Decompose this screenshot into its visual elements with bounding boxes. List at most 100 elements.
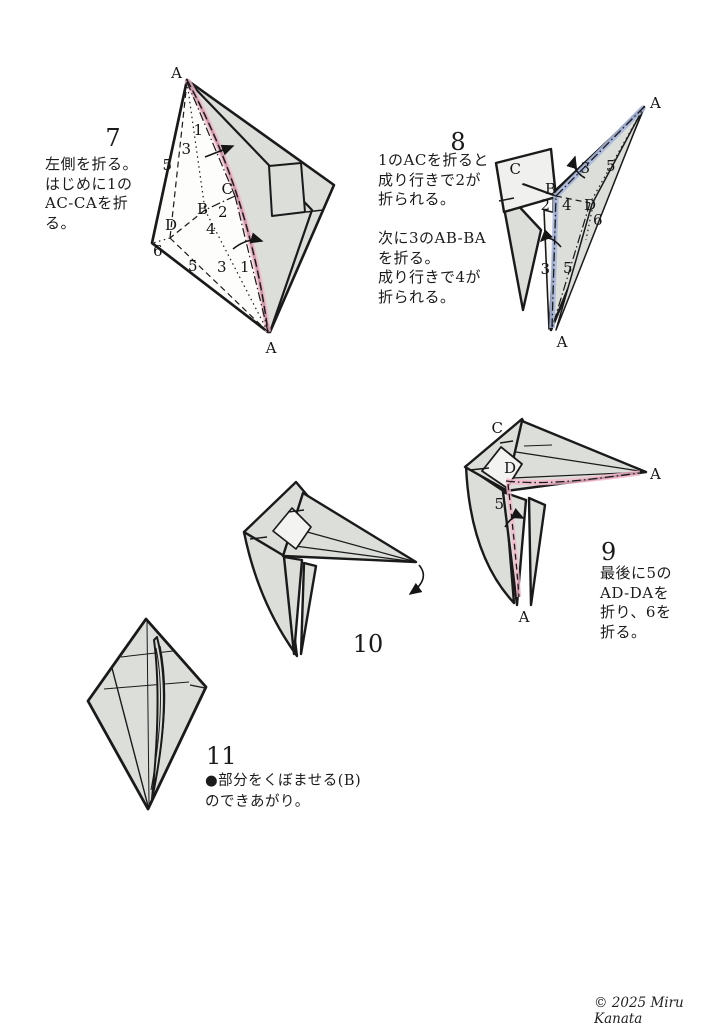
crease-mark bbox=[523, 444, 553, 447]
fold-number-6: 6 bbox=[593, 211, 603, 229]
crease-mark bbox=[305, 209, 324, 213]
step-8-number: 8 bbox=[450, 128, 466, 156]
step-7-instructions: 左側を折る。 はじめに1の AC-CAを折 る。 bbox=[45, 155, 180, 233]
fold-number-4: 4 bbox=[206, 220, 216, 238]
vertex-label-d: D bbox=[584, 196, 596, 214]
instruction-line: 左側を折る。 bbox=[45, 155, 139, 173]
instruction-line: 折り、6を bbox=[600, 603, 672, 621]
step-7-diagram: A 1 3 5 C B 2 D 4 6 5 3 1 A bbox=[150, 64, 336, 357]
vertex-label-d: D bbox=[504, 459, 516, 477]
instruction-line: る。 bbox=[45, 213, 77, 232]
vertex-label-a-top: A bbox=[649, 94, 661, 112]
fold-arrow bbox=[504, 507, 525, 528]
fold-number-5: 5 bbox=[606, 157, 616, 175]
fold-line-1-lower bbox=[234, 195, 269, 333]
step-11-instructions: ●部分をくぼませる(B) のできあがり。 bbox=[205, 771, 400, 813]
vertex-label-b: B bbox=[197, 200, 208, 218]
vertex-label-c: C bbox=[492, 419, 503, 437]
fold-line-6 bbox=[585, 209, 593, 241]
instruction-line: 折られる。 bbox=[378, 287, 456, 306]
fold-number-3: 3 bbox=[580, 159, 590, 177]
instruction-line: のできあがり。 bbox=[205, 794, 310, 810]
fold-number-5-lower: 5 bbox=[563, 259, 573, 277]
vertex-label-c: C bbox=[510, 160, 521, 178]
fold-line-ad bbox=[505, 472, 641, 484]
instruction-line: ●部分をくぼませる(B) bbox=[205, 773, 362, 789]
c-flap bbox=[494, 147, 558, 214]
crease-mark bbox=[249, 536, 268, 540]
instruction-line: 折られる。 bbox=[378, 190, 456, 208]
fold-line-5-lower bbox=[169, 237, 269, 333]
instruction-line: はじめに1の bbox=[45, 174, 133, 193]
copyright: © 2025 Miru Kanata bbox=[594, 995, 684, 1024]
step-8-diagram: A C B 2 4 D 6 3 5 3 5 A bbox=[494, 94, 661, 351]
crease-mark bbox=[498, 197, 515, 202]
slit-line bbox=[152, 645, 166, 793]
fold-line-5-lower bbox=[551, 202, 591, 329]
fold-number-5: 5 bbox=[494, 495, 504, 513]
instruction-line: を折る。 bbox=[378, 248, 441, 267]
left-curved-flap bbox=[464, 464, 516, 605]
center-slit-flap bbox=[151, 636, 165, 800]
fold-line-2 bbox=[204, 195, 236, 211]
fold-line-1 bbox=[186, 81, 236, 197]
fold-number-3: 3 bbox=[181, 140, 191, 158]
fold-line-5 bbox=[169, 81, 188, 239]
vertex-label-d: D bbox=[165, 216, 177, 234]
crease-mark bbox=[469, 467, 490, 471]
crease-mark bbox=[499, 440, 514, 444]
step-10-diagram bbox=[242, 480, 425, 658]
fold-number-1-lower: 1 bbox=[240, 258, 250, 276]
vertex-label-a-right: A bbox=[649, 465, 661, 483]
step-8-instructions: 1のACを折ると 成り行きで2が 折られる。 次に3のAB-BA を折る。 成り… bbox=[378, 151, 528, 307]
slit-line bbox=[150, 647, 161, 791]
fold-arrow-lower bbox=[539, 229, 562, 248]
vertex-label-c: C bbox=[222, 180, 233, 198]
fold-lines bbox=[521, 106, 645, 329]
fold-line-5 bbox=[589, 106, 645, 204]
fold-number-5: 5 bbox=[162, 156, 172, 174]
paper-right-layer bbox=[555, 106, 645, 331]
fold-number-2: 2 bbox=[540, 196, 550, 214]
instruction-line: 成り行きで4が bbox=[378, 268, 482, 286]
vertex-label-a-bottom: A bbox=[556, 333, 568, 351]
step-9-instructions: 最後に5の AD-DAを 折り、6を 折る。 bbox=[600, 564, 715, 642]
turn-over-arrow bbox=[408, 564, 425, 595]
instruction-line: 成り行きで2が bbox=[378, 170, 482, 189]
inner-head-fold bbox=[272, 507, 312, 550]
instruction-line: 折る。 bbox=[600, 622, 647, 641]
kite-body bbox=[86, 617, 208, 811]
vertex-label-a-bottom: A bbox=[518, 608, 530, 626]
fold-line-2 bbox=[521, 183, 557, 197]
fold-lines bbox=[152, 81, 269, 333]
instruction-line: 次に3のAB-BA bbox=[378, 229, 487, 247]
instruction-line: AD-DAを bbox=[600, 583, 670, 602]
fold-number-3-lower: 3 bbox=[540, 260, 550, 278]
vertex-label-b: B bbox=[545, 180, 556, 198]
inner-fold-lines bbox=[103, 618, 206, 807]
instruction-line: AC-CAを折 bbox=[45, 194, 129, 212]
right-leg bbox=[527, 496, 547, 607]
fold-number-6: 6 bbox=[153, 242, 163, 260]
vertex-label-a-bottom: A bbox=[265, 339, 277, 357]
fold-arrow bbox=[204, 144, 235, 158]
fold-number-2: 2 bbox=[218, 203, 228, 221]
fold-number-1: 1 bbox=[193, 121, 203, 139]
fold-number-3-lower: 3 bbox=[217, 258, 227, 276]
instruction-line: 最後に5の bbox=[600, 564, 673, 582]
vertex-label-a-top: A bbox=[170, 64, 182, 82]
step-7-number: 7 bbox=[105, 124, 121, 152]
fold-line-ac bbox=[186, 79, 269, 333]
step-9-diagram: C D 5 A A bbox=[463, 417, 661, 626]
fold-line-ab bbox=[551, 106, 645, 329]
step-11-number: 11 bbox=[206, 742, 237, 770]
wing-inner-folds bbox=[294, 529, 417, 563]
right-leg bbox=[299, 561, 318, 656]
fold-line-5 bbox=[507, 483, 520, 598]
fold-arrow-upper bbox=[566, 155, 586, 179]
fold-arrow-curved bbox=[232, 232, 264, 250]
step-11-diagram bbox=[86, 617, 208, 811]
fold-number-4: 4 bbox=[562, 196, 572, 214]
instruction-line: 1のACを折ると bbox=[378, 151, 489, 169]
